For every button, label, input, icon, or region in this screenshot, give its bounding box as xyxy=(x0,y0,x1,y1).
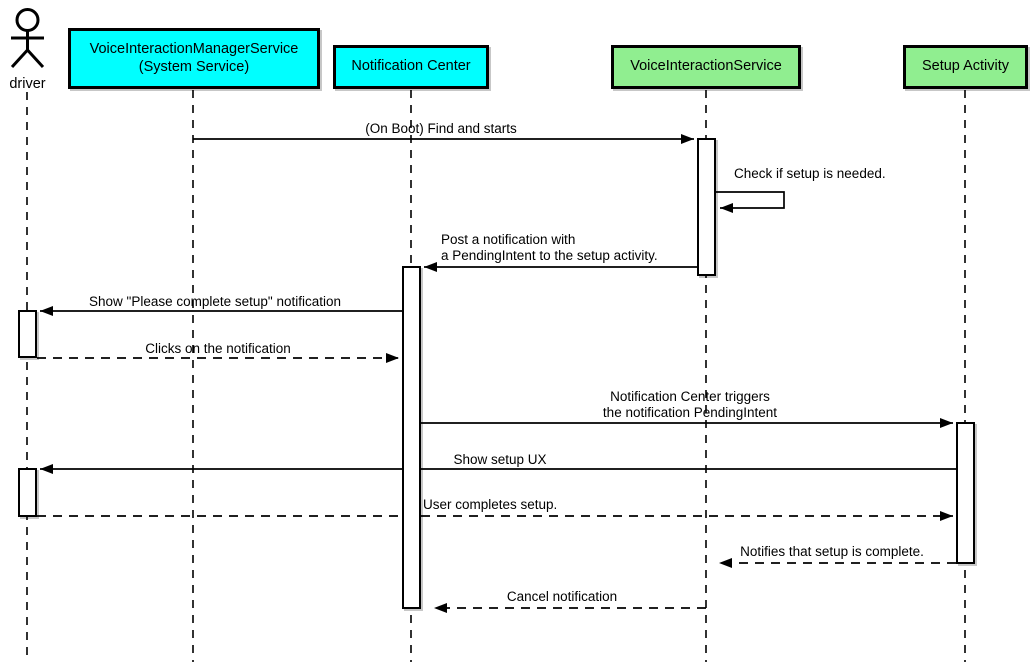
message-label-0: (On Boot) Find and starts xyxy=(365,121,517,136)
participant-label-driver: driver xyxy=(9,76,46,92)
message-label-2: Post a notification with a PendingIntent… xyxy=(441,232,658,264)
participant-label-notification-center: Notification Center xyxy=(351,58,471,75)
participant-notification-center[interactable]: Notification Center xyxy=(333,45,489,89)
activation-bar-voice-interaction-service xyxy=(697,138,716,276)
message-label-6: Show setup UX xyxy=(453,452,547,467)
message-label-1: Check if setup is needed. xyxy=(734,166,886,181)
message-arrow-1-self xyxy=(716,191,785,213)
activation-bar-notification-center xyxy=(402,266,421,609)
participant-label-voice-interaction-service: VoiceInteractionService xyxy=(630,58,782,75)
activation-bar-setup-activity xyxy=(956,422,975,564)
participant-setup-activity[interactable]: Setup Activity xyxy=(903,45,1028,89)
activation-bar-driver-1 xyxy=(18,310,37,358)
message-label-4: Clicks on the notification xyxy=(145,341,291,356)
participant-vims[interactable]: VoiceInteractionManagerService (System S… xyxy=(68,28,320,89)
participant-label-setup-activity: Setup Activity xyxy=(921,58,1010,75)
message-label-5: Notification Center triggers the notific… xyxy=(602,389,778,421)
participant-driver[interactable]: driver xyxy=(0,8,55,92)
message-label-9: Cancel notification xyxy=(506,589,618,604)
message-label-8: Notifies that setup is complete. xyxy=(740,544,924,559)
participant-label-vims: VoiceInteractionManagerService (System S… xyxy=(89,41,299,75)
message-label-3: Show "Please complete setup" notificatio… xyxy=(89,294,341,309)
actor-stick-figure-icon xyxy=(10,8,45,69)
participant-voice-interaction-service[interactable]: VoiceInteractionService xyxy=(611,45,801,89)
activation-bar-driver-2 xyxy=(18,468,37,517)
message-label-7: User completes setup. xyxy=(423,497,558,512)
